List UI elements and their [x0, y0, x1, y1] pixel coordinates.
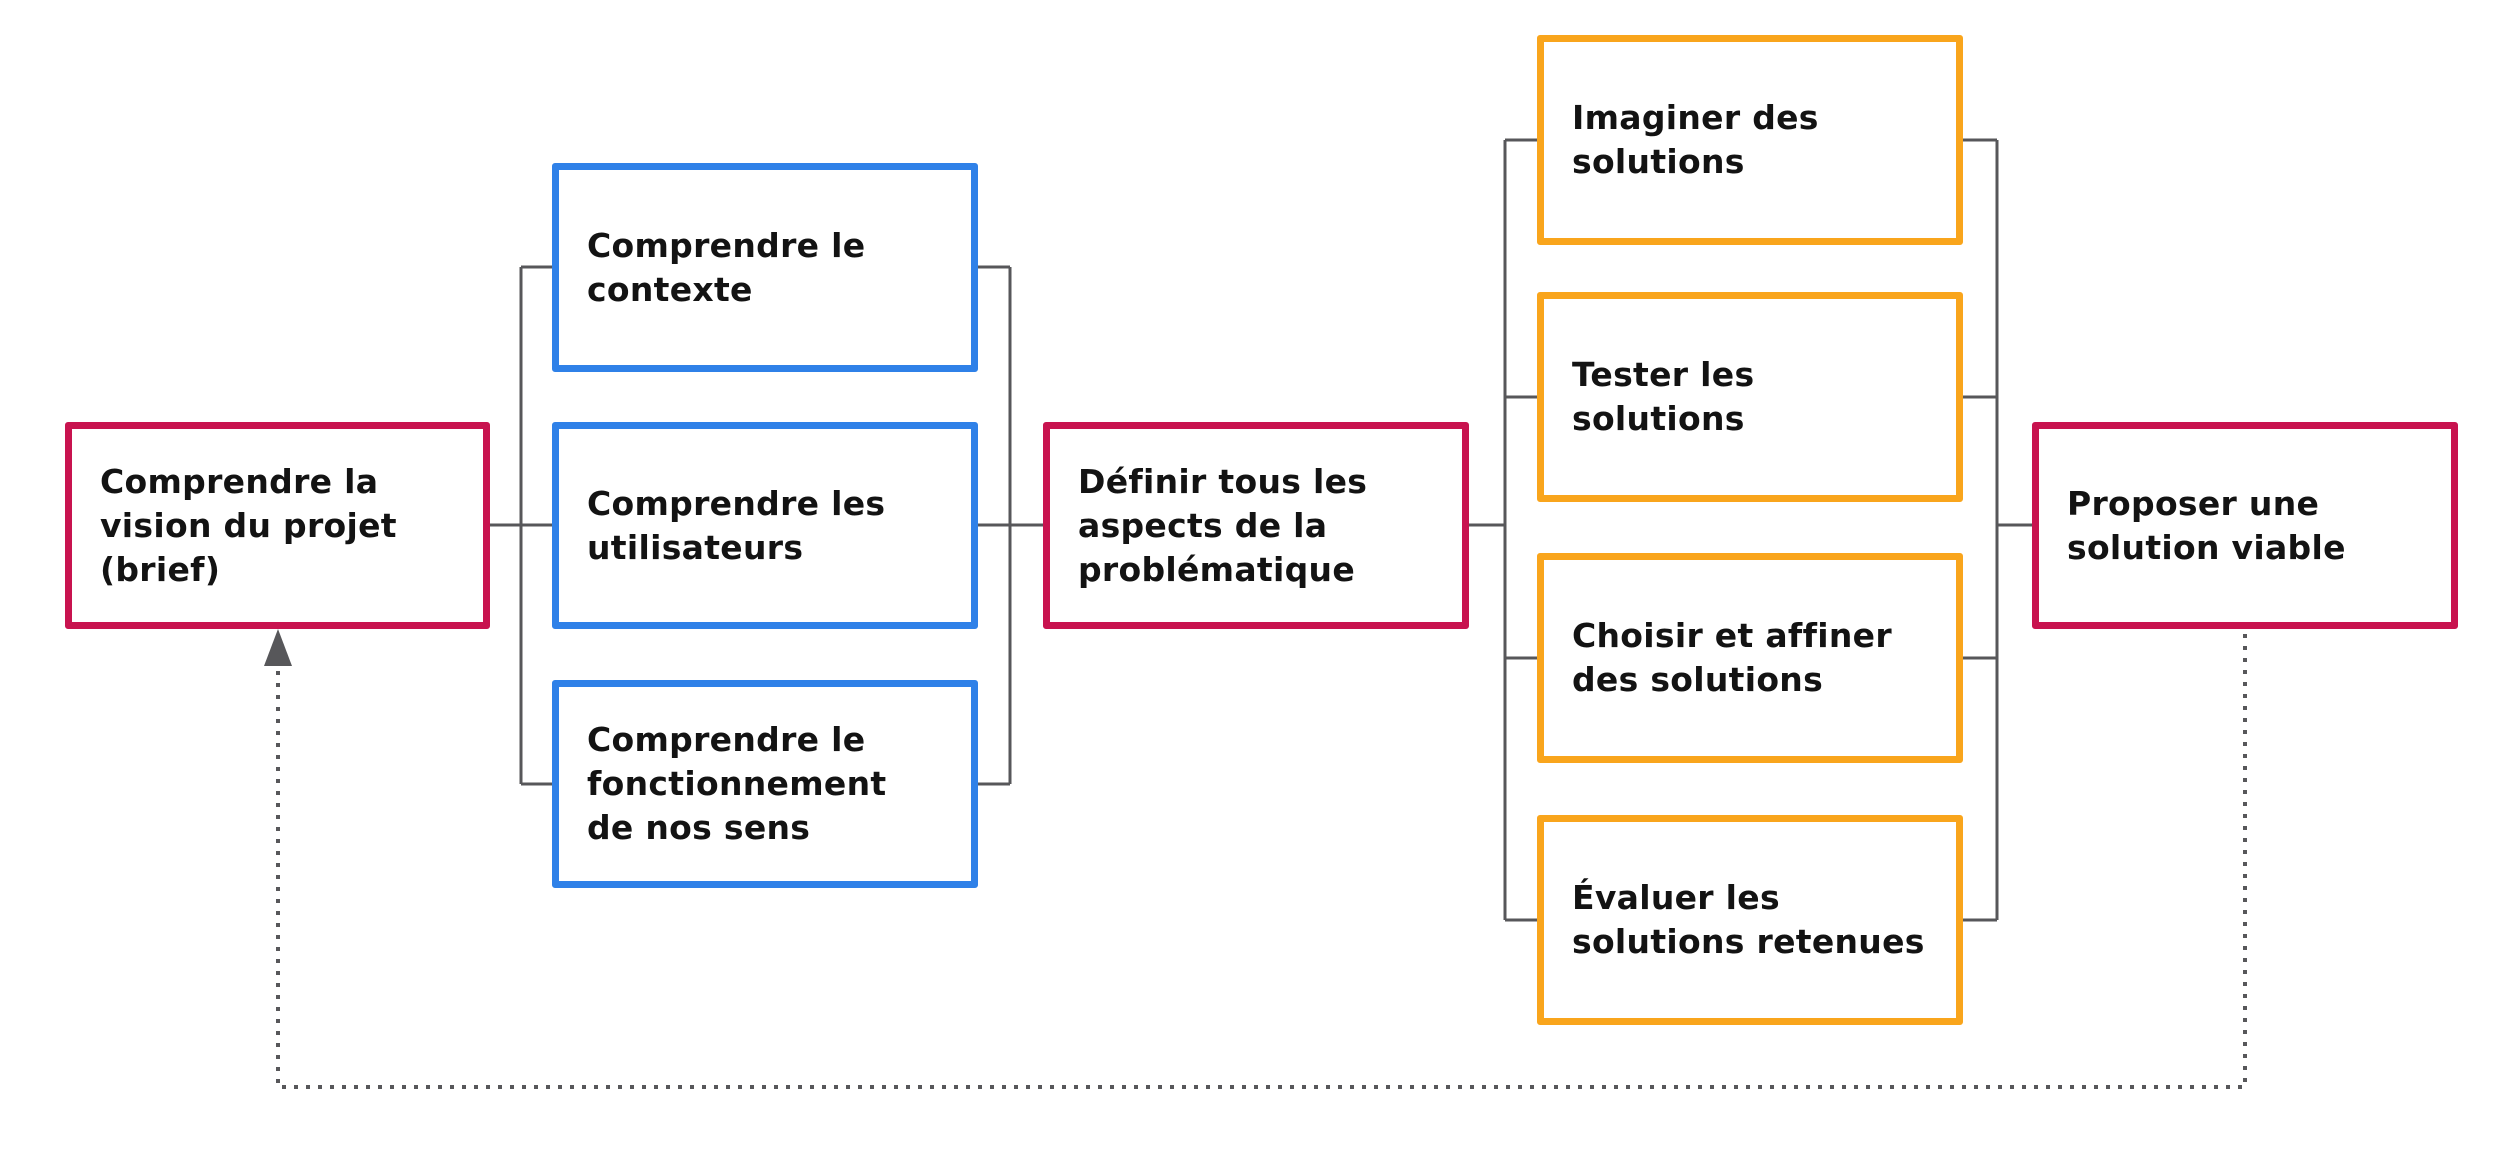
- edge-feedback-dotted: [276, 634, 2247, 1089]
- node-choisir: Choisir et affiner des solutions: [1537, 553, 1963, 763]
- node-utilisateurs: Comprendre les utilisateurs: [552, 422, 978, 629]
- node-imaginer-label: Imaginer des solutions: [1572, 98, 1819, 181]
- node-contexte: Comprendre le contexte: [552, 163, 978, 372]
- node-sens-label: Comprendre le fonctionnement de nos sens: [587, 720, 887, 847]
- node-proposer-label: Proposer une solution viable: [2067, 483, 2346, 567]
- node-tester: Tester les solutions: [1537, 292, 1963, 502]
- node-brief: Comprendre la vision du projet (brief): [65, 422, 490, 629]
- feedback-arrowhead-icon: [264, 629, 292, 666]
- node-definir: Définir tous les aspects de la problémat…: [1043, 422, 1469, 629]
- node-sens: Comprendre le fonctionnement de nos sens: [552, 680, 978, 888]
- node-utilisateurs-label: Comprendre les utilisateurs: [587, 483, 886, 567]
- node-imaginer: Imaginer des solutions: [1537, 35, 1963, 245]
- node-tester-label: Tester les solutions: [1572, 355, 1755, 438]
- node-proposer: Proposer une solution viable: [2032, 422, 2458, 629]
- node-brief-label: Comprendre la vision du projet (brief): [100, 461, 397, 589]
- node-evaluer-label: Évaluer les solutions retenues: [1572, 878, 1925, 961]
- node-definir-label: Définir tous les aspects de la problémat…: [1078, 461, 1368, 589]
- node-choisir-label: Choisir et affiner des solutions: [1572, 616, 1892, 699]
- node-evaluer: Évaluer les solutions retenues: [1537, 815, 1963, 1025]
- node-contexte-label: Comprendre le contexte: [587, 225, 866, 309]
